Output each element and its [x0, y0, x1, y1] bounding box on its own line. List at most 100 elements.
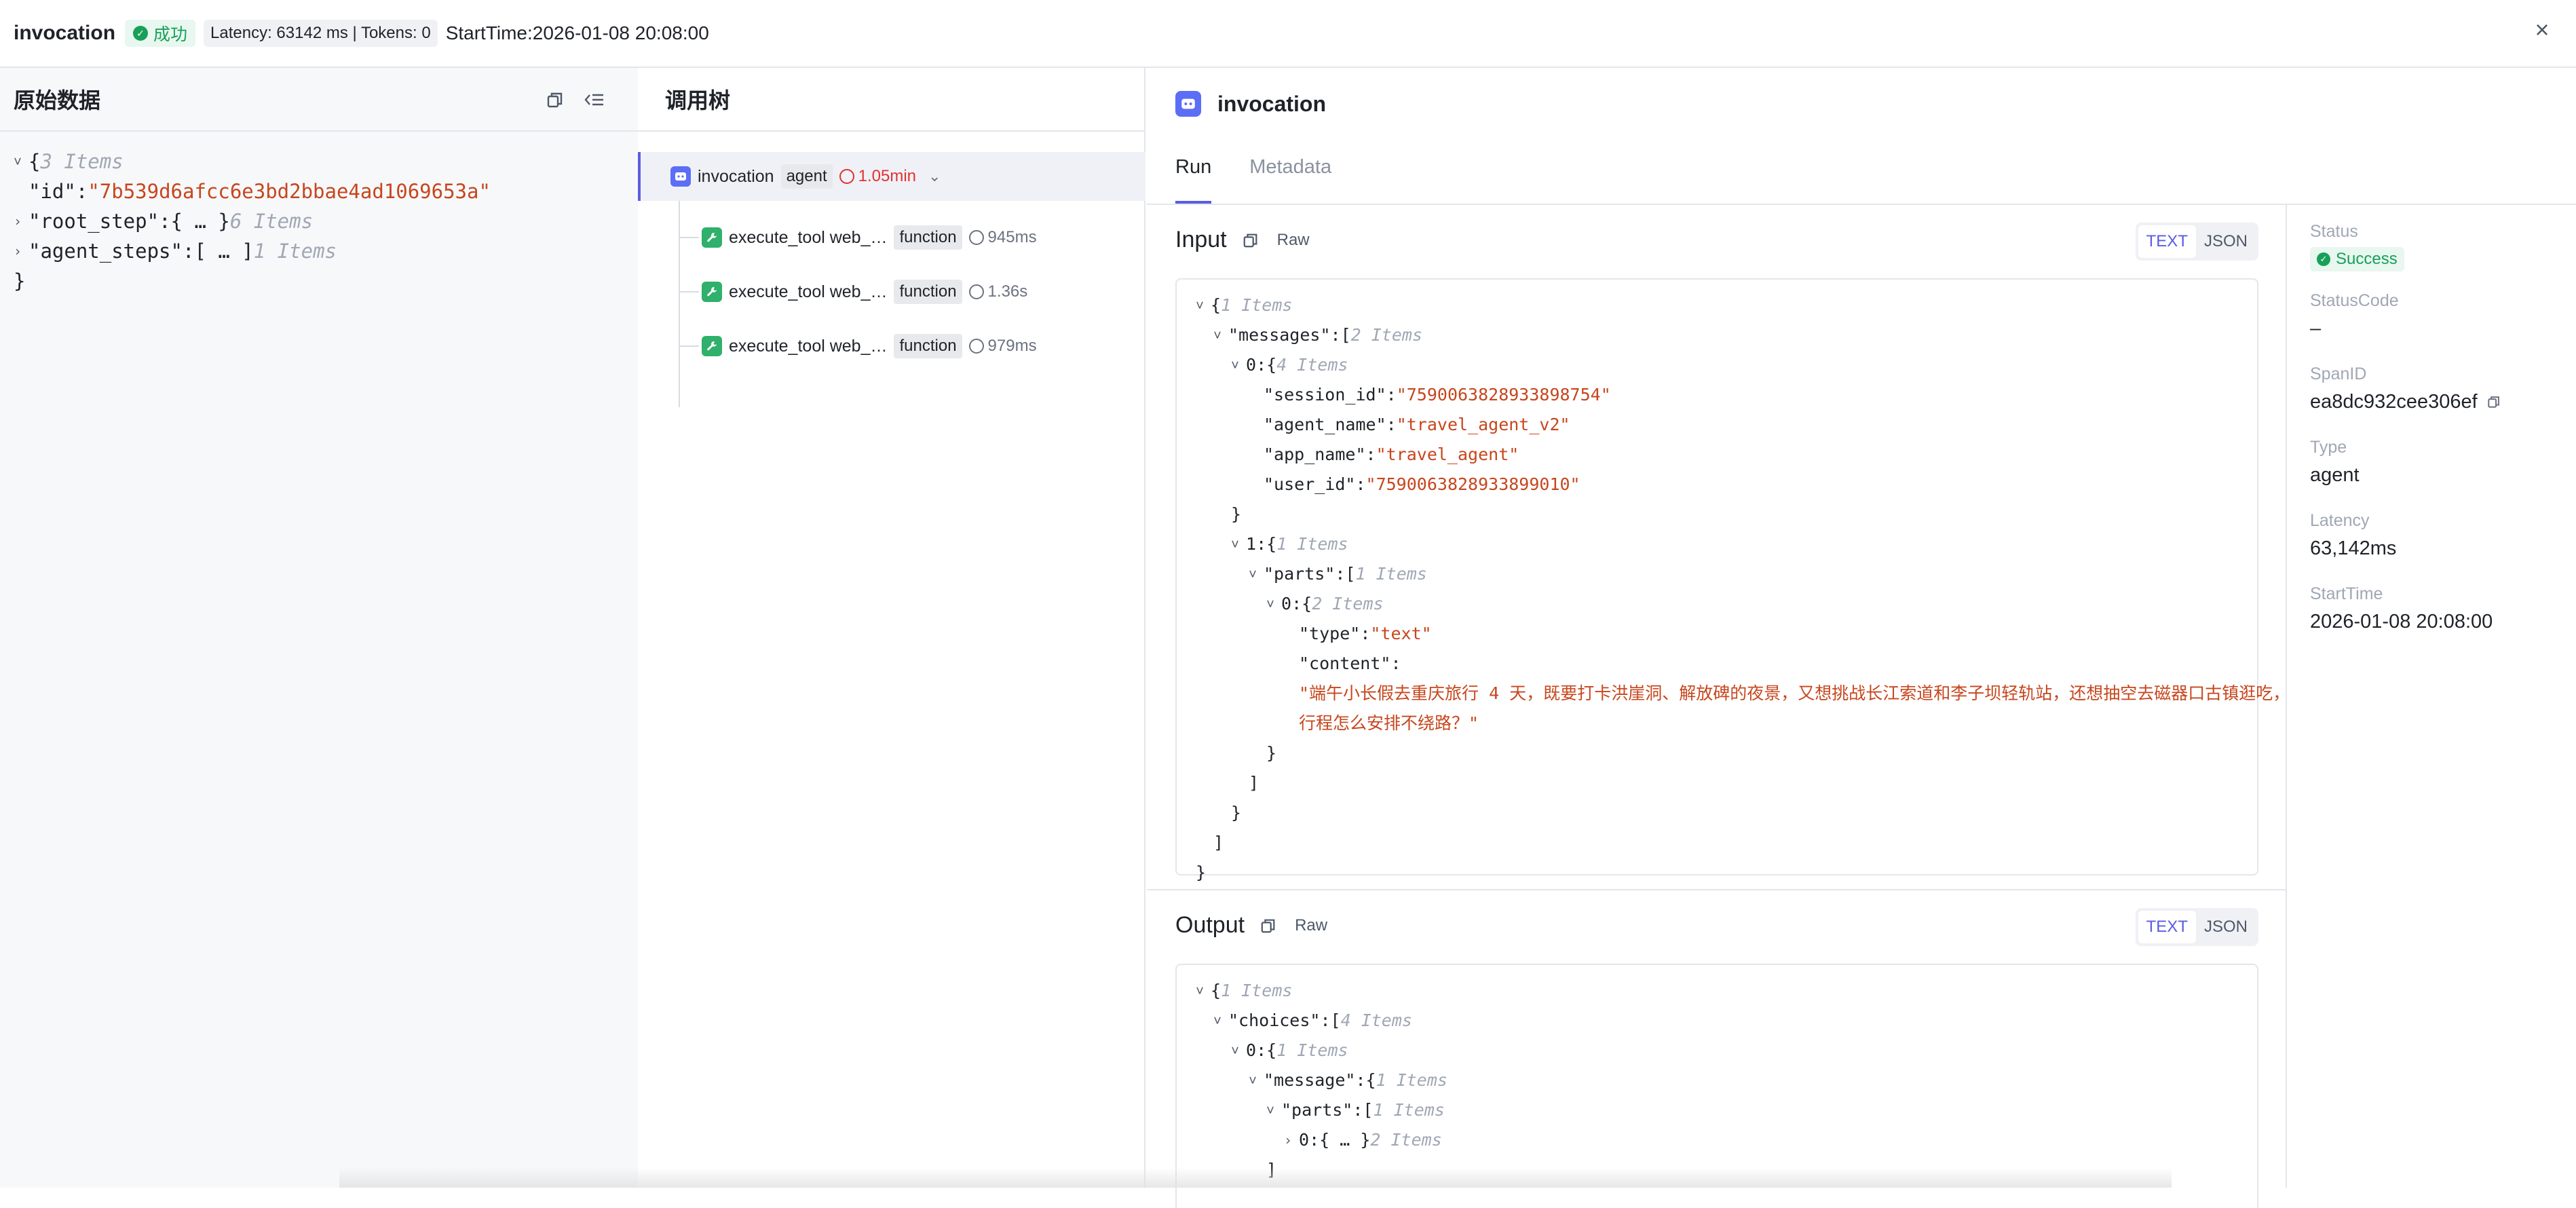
start-time-label: StartTime	[2310, 584, 2383, 603]
check-circle-icon: ✓	[133, 26, 149, 41]
clock-icon	[839, 169, 854, 184]
chevron-down-icon[interactable]: ⌄	[928, 168, 941, 185]
json-bracket: {	[1211, 295, 1221, 315]
input-json-tree: ˅{ 1 Items˅"messages": [ 2 Items˅0: { 4 …	[1196, 290, 2290, 888]
json-line: "agent_name": "travel_agent_v2"	[1196, 410, 2290, 440]
chevron-down-icon[interactable]: ˅	[1231, 536, 1240, 552]
json-bracket: ]	[1213, 833, 1224, 852]
chevron-down-icon[interactable]: ˅	[1213, 1013, 1222, 1029]
json-item-count: 2 Items	[1370, 1130, 1442, 1150]
json-item-count: 1 Items	[1355, 564, 1427, 584]
tab-metadata[interactable]: Metadata	[1249, 156, 1332, 178]
latency-label: Latency	[2310, 511, 2370, 530]
json-line: "user_id": "7590063828933899010"	[1196, 470, 2290, 499]
detail-tabs: Run Metadata	[1175, 149, 1369, 204]
json-line: ]	[1196, 828, 2290, 858]
chevron-right-icon[interactable]: ›	[1284, 1132, 1293, 1148]
json-bracket: { … }	[1319, 1130, 1371, 1150]
chevron-down-icon[interactable]: ˅	[1249, 566, 1257, 582]
chevron-down-icon[interactable]: ˅	[1249, 1072, 1257, 1089]
chevron-down-icon[interactable]: ˅	[1266, 596, 1275, 612]
json-colon: :	[1365, 445, 1376, 464]
status-code-label: StatusCode	[2310, 291, 2399, 310]
duration-text: 945ms	[987, 228, 1037, 246]
json-item-count: 1 Items	[1373, 1100, 1445, 1120]
json-line: ˅"message": { 1 Items	[1196, 1065, 1447, 1095]
tree-node-duration: 945ms	[968, 228, 1037, 247]
json-bracket: [	[1363, 1100, 1374, 1120]
field-status-code: StatusCode –	[2310, 289, 2576, 345]
tab-run[interactable]: Run	[1175, 149, 1212, 204]
page-title: invocation	[14, 22, 116, 44]
close-icon[interactable]: ×	[2535, 16, 2550, 43]
json-string: 行程怎么安排不绕路？"	[1299, 713, 1479, 733]
json-key: "id"	[29, 180, 76, 203]
chevron-down-icon[interactable]: ˅	[1213, 327, 1222, 343]
copy-icon[interactable]	[543, 88, 567, 112]
bottom-scroll-shadow	[339, 1167, 2172, 1188]
raw-data-panel: 原始数据 ˅{ 3 Items"id": "7b539d6afcc6e3bd2b…	[0, 68, 638, 1188]
copy-icon[interactable]	[1240, 230, 1261, 250]
copy-icon[interactable]	[1258, 916, 1278, 936]
json-colon: :	[1256, 534, 1267, 554]
input-json-option[interactable]: JSON	[2203, 232, 2248, 250]
json-string: "travel_agent_v2"	[1396, 415, 1570, 434]
input-text-option[interactable]: TEXT	[2138, 225, 2196, 258]
tree-node-type-tag: agent	[780, 164, 833, 189]
json-colon: :	[1330, 325, 1341, 345]
input-section-title: Input Raw	[1175, 227, 1310, 253]
json-colon: :	[1256, 1040, 1267, 1060]
status-label: Status	[2310, 222, 2358, 241]
collapse-all-icon[interactable]	[582, 88, 607, 112]
wrench-icon	[702, 336, 722, 356]
copy-icon[interactable]	[2487, 395, 2501, 409]
chevron-right-icon[interactable]: ›	[14, 213, 22, 229]
json-key: "session_id"	[1264, 385, 1386, 404]
status-code-value: –	[2310, 318, 2322, 339]
json-colon: :	[1360, 624, 1371, 643]
tree-node-name: execute_tool web_…	[729, 227, 888, 247]
tree-node-invocation[interactable]: invocation agent 1.05min ⌄	[638, 152, 1145, 201]
chevron-down-icon[interactable]: ˅	[1231, 357, 1240, 373]
clock-icon	[968, 284, 984, 299]
output-json-option[interactable]: JSON	[2203, 918, 2248, 936]
duration-text: 979ms	[987, 337, 1037, 355]
tree-connector-line	[679, 201, 680, 407]
chevron-down-icon[interactable]: ˅	[1266, 1102, 1275, 1118]
output-text-option[interactable]: TEXT	[2138, 911, 2196, 943]
tree-node-tool-2[interactable]: execute_tool web_… function 1.36s	[679, 271, 1027, 312]
json-line: ˅"parts": [ 1 Items	[1196, 1095, 1447, 1125]
json-bracket: }	[1231, 803, 1242, 823]
json-bracket: { … }	[170, 210, 230, 233]
json-line: ˅{ 1 Items	[1196, 976, 1447, 1006]
tree-node-tool-1[interactable]: execute_tool web_… function 945ms	[679, 217, 1037, 258]
json-bracket: }	[1266, 743, 1277, 763]
output-format-toggle: TEXT JSON	[2135, 908, 2258, 946]
start-time-value: 2026-01-08 20:08:00	[2310, 611, 2493, 633]
type-label: Type	[2310, 438, 2347, 457]
chevron-down-icon[interactable]: ˅	[14, 153, 22, 170]
json-key: "app_name"	[1264, 445, 1366, 464]
json-item-count: 3 Items	[40, 150, 124, 173]
chevron-down-icon[interactable]: ˅	[1196, 297, 1205, 314]
json-key: "agent_steps"	[29, 240, 183, 263]
json-item-count: 4 Items	[1276, 355, 1348, 375]
chevron-right-icon[interactable]: ›	[14, 243, 22, 259]
span-id-label: SpanID	[2310, 364, 2367, 383]
json-line: ˅1: { 1 Items	[1196, 529, 2290, 559]
tree-node-tool-3[interactable]: execute_tool web_… function 979ms	[679, 326, 1037, 366]
output-title: Output	[1175, 912, 1245, 938]
json-line: "type": "text"	[1196, 619, 2290, 649]
json-item-count: 1 Items	[253, 240, 337, 263]
output-raw-button[interactable]: Raw	[1295, 916, 1328, 935]
chevron-down-icon[interactable]: ˅	[1196, 983, 1205, 999]
field-status: Status ✓ Success	[2310, 220, 2576, 271]
tree-node-duration: 979ms	[968, 337, 1037, 356]
output-json-tree: ˅{ 1 Items˅"choices": [ 4 Items˅0: { 1 I…	[1196, 976, 1447, 1185]
input-format-toggle: TEXT JSON	[2135, 223, 2258, 261]
json-bracket: }	[14, 269, 26, 292]
json-key: "choices"	[1228, 1011, 1321, 1030]
call-tree-title: 调用树	[665, 88, 731, 113]
chevron-down-icon[interactable]: ˅	[1231, 1042, 1240, 1059]
input-raw-button[interactable]: Raw	[1276, 230, 1310, 249]
